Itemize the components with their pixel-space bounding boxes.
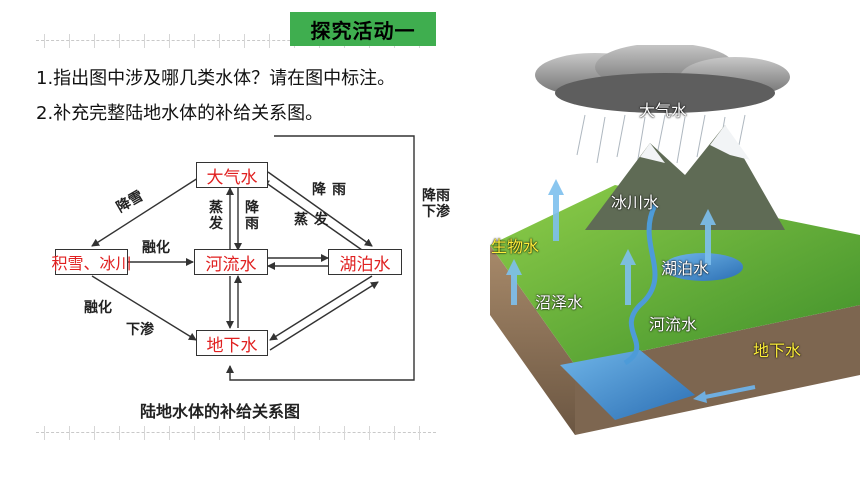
grid-tick	[169, 34, 170, 48]
diagram-caption: 陆地水体的补给关系图	[140, 402, 301, 421]
evaporation-arrows	[506, 179, 716, 305]
node-snow-glacier: 积雪、冰川	[52, 249, 132, 275]
label-rainfall-center: 降雨	[245, 200, 259, 232]
diagram-arrows	[91, 135, 415, 381]
scene-label-atmosphere: 大气水	[639, 101, 688, 120]
grid-tick	[94, 426, 95, 440]
grid-line-top	[36, 40, 436, 41]
grid-tick	[194, 34, 195, 48]
grid-tick	[194, 426, 195, 440]
grid-tick	[94, 34, 95, 48]
scene-label-river: 河流水	[649, 315, 698, 334]
activity-title: 探究活动一	[290, 12, 436, 46]
grid-tick	[244, 426, 245, 440]
task-2: 2.补充完整陆地水体的补给关系图。	[36, 103, 324, 124]
node-ground-water: 地下水	[196, 330, 268, 356]
grid-tick	[319, 426, 320, 440]
grid-tick	[69, 34, 70, 48]
label-rainfall-right: 降雨	[312, 182, 352, 198]
scene-label-glacier: 冰川水	[611, 193, 660, 212]
grid-tick	[344, 426, 345, 440]
task-1: 1.指出图中涉及哪几类水体？请在图中标注。	[36, 68, 396, 89]
scene-label-swamp: 沼泽水	[535, 293, 584, 312]
label-melting: 融化	[142, 240, 170, 256]
grid-line-bottom	[36, 432, 436, 433]
grid-tick	[269, 34, 270, 48]
terrain-block	[490, 45, 860, 435]
label-melting-lower: 融化	[84, 300, 112, 316]
grid-tick	[119, 426, 120, 440]
scene-label-ground: 地下水	[753, 341, 802, 360]
grid-tick	[44, 34, 45, 48]
grid-tick	[269, 426, 270, 440]
grid-tick	[69, 426, 70, 440]
scene-label-biological: 生物水	[491, 237, 540, 256]
label-evaporation-right: 蒸发	[294, 212, 334, 228]
grid-tick	[219, 34, 220, 48]
grid-tick	[219, 426, 220, 440]
label-evaporation-center: 蒸发	[209, 200, 223, 232]
node-atmosphere-water: 大气水	[196, 162, 268, 188]
scene-label-lake: 湖泊水	[661, 259, 710, 278]
grid-tick	[294, 426, 295, 440]
grid-tick	[44, 426, 45, 440]
label-rain-infiltration: 降雨下渗	[422, 188, 450, 220]
supply-relationship-diagram: 大气水 积雪、冰川 河流水 湖泊水 地下水 降雪 降雨 蒸发 蒸发 降雨 融化 …	[0, 128, 470, 458]
grid-tick	[144, 426, 145, 440]
grid-tick	[244, 34, 245, 48]
grid-tick	[394, 426, 395, 440]
node-lake-water: 湖泊水	[328, 249, 402, 275]
grid-tick	[169, 426, 170, 440]
water-cycle-illustration: 大气水 冰川水 生物水 湖泊水 沼泽水 河流水 地下水	[465, 45, 860, 460]
grid-tick	[119, 34, 120, 48]
cloud-icon	[535, 45, 790, 113]
node-river-water: 河流水	[194, 249, 268, 275]
grid-tick	[144, 34, 145, 48]
label-infiltration: 下渗	[126, 322, 154, 338]
grid-tick	[369, 426, 370, 440]
grid-tick	[419, 426, 420, 440]
